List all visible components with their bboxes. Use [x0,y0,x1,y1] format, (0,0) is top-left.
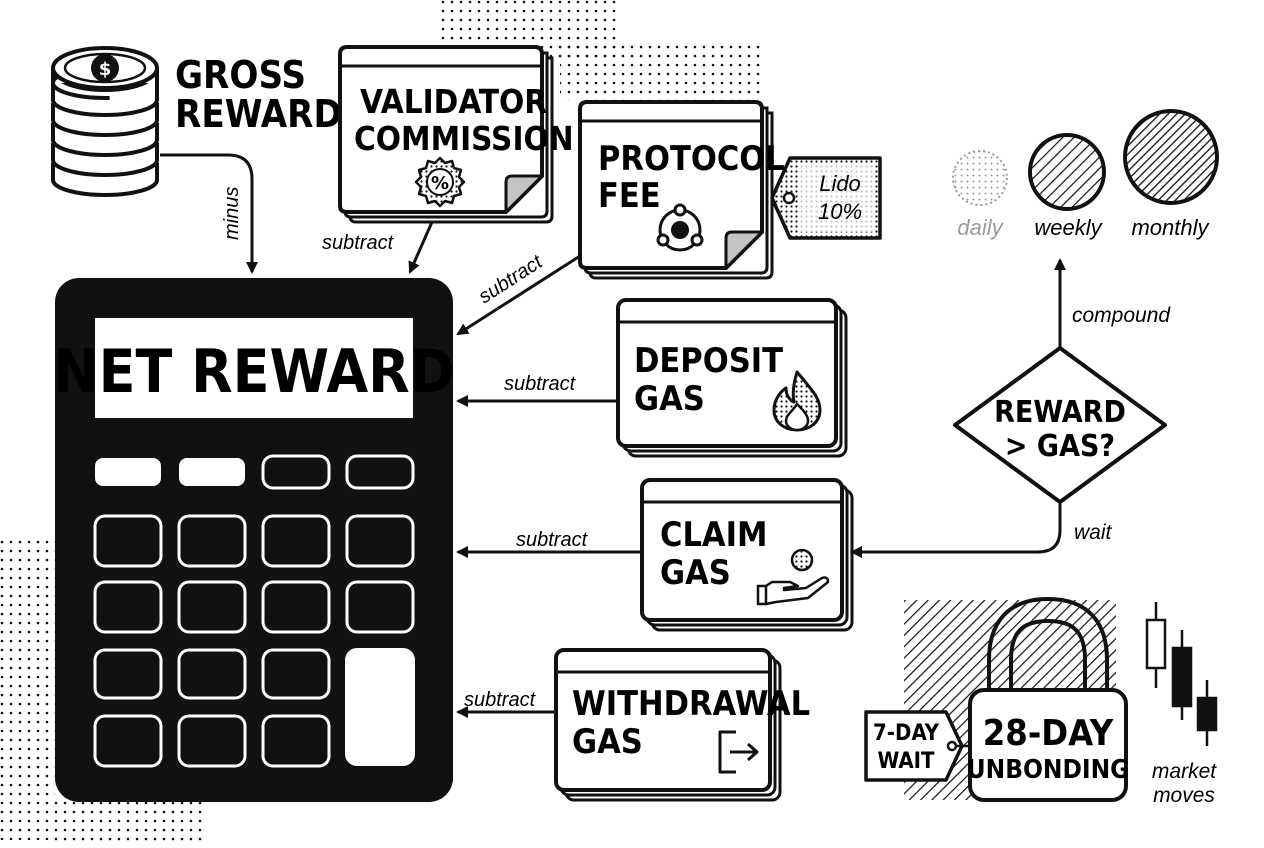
claim-title-line1: CLAIM [660,515,767,555]
candlestick-icon [1145,602,1218,746]
calculator: NET REWARD [53,278,455,802]
edge-label-wait: wait [1074,521,1113,544]
calc-key [93,714,163,768]
protocol-title-line1: PROTOCOL [598,139,785,179]
daily-circle [952,150,1008,206]
coin-stack-icon: $ [51,46,159,197]
lido-logo-icon [656,203,704,252]
claim-title-line2: GAS [660,553,731,593]
gross-reward-title-line2: REWARD [175,92,342,136]
edge-gross-to-net [160,153,258,274]
exit-arrow-icon [718,730,759,774]
monthly-circle [1123,109,1219,205]
decision-line1: REWARD [994,395,1126,430]
market-label-line1: market [1152,760,1217,783]
svg-text:%: % [431,173,449,194]
calc-key-tall [345,648,415,766]
dot-texture-bottom [55,800,205,845]
edge-label-subtract-validator: subtract [322,232,395,254]
lido-tag: Lido 10% [770,156,882,240]
calc-key [179,458,245,486]
withdrawal-gas-card: WITHDRAWAL GAS [554,648,810,802]
net-reward-label: NET REWARD [53,337,454,407]
lido-tag-line2: 10% [818,199,862,224]
hand-coin-icon [756,548,830,606]
calc-key [261,714,331,768]
lock-title-line2: UNBONDING [967,755,1130,785]
lock-title-line1: 28-DAY [983,713,1114,754]
calc-key [261,454,331,490]
gross-reward-title-line1: GROSS [175,53,306,97]
calc-key [93,648,163,700]
monthly-label: monthly [1131,215,1210,240]
lido-tag-line1: Lido [819,171,861,196]
svg-text:$: $ [99,59,112,80]
calculator-display [95,318,413,418]
calc-key [345,580,415,634]
market-label-line2: moves [1153,784,1215,807]
wait-tag-line2: WAIT [877,749,935,774]
percent-badge-icon: % [414,156,466,208]
padlock-icon: 28-DAY UNBONDING [967,596,1130,802]
calc-key [177,648,247,700]
validator-title-line1: VALIDATOR [360,82,547,121]
weekly-label: weekly [1034,215,1103,240]
deposit-gas-card: DEPOSIT GAS [616,298,848,458]
calc-key [261,514,331,568]
validator-commission-card: VALIDATOR COMMISSION % [338,45,574,224]
calc-key [345,514,415,568]
decision-diamond: REWARD > GAS? [953,346,1167,504]
weekly-circle [1028,133,1106,211]
wait-tag: 7-DAY WAIT [864,710,970,782]
wait-tag-line1: 7-DAY [873,721,940,746]
withdrawal-title-line2: GAS [572,722,643,762]
flame-icon [772,370,822,432]
dot-texture-left [0,540,55,840]
deposit-title-line2: GAS [634,379,705,419]
calc-key [93,514,163,568]
edge-protocol-to-net [456,254,581,336]
deposit-title-line1: DEPOSIT [634,341,783,381]
calc-key [93,580,163,634]
calc-key [261,580,331,634]
edge-label-subtract-claim: subtract [516,529,589,551]
daily-label: daily [957,215,1004,240]
edge-label-subtract-deposit: subtract [504,373,577,395]
calc-key [177,714,247,768]
calc-key [95,458,161,486]
calc-key [261,648,331,700]
protocol-fee-card: PROTOCOL FEE [578,100,785,280]
calc-key [345,454,415,490]
validator-title-line2: COMMISSION [354,119,574,158]
calc-key [177,514,247,568]
calc-key [177,580,247,634]
edge-label-subtract-withdrawal: subtract [464,689,537,711]
edge-label-minus: minus [221,187,243,240]
claim-gas-card: CLAIM GAS [640,478,854,632]
decision-line2: > GAS? [1005,429,1115,464]
dot-texture-top-right [560,40,760,100]
edge-decision-to-claim [850,502,1062,558]
edge-validator-to-net [408,221,434,274]
edge-label-compound: compound [1072,304,1171,327]
protocol-title-line2: FEE [598,176,661,216]
withdrawal-title-line1: WITHDRAWAL [572,684,810,724]
frequency-options: daily weekly monthly [952,109,1219,240]
